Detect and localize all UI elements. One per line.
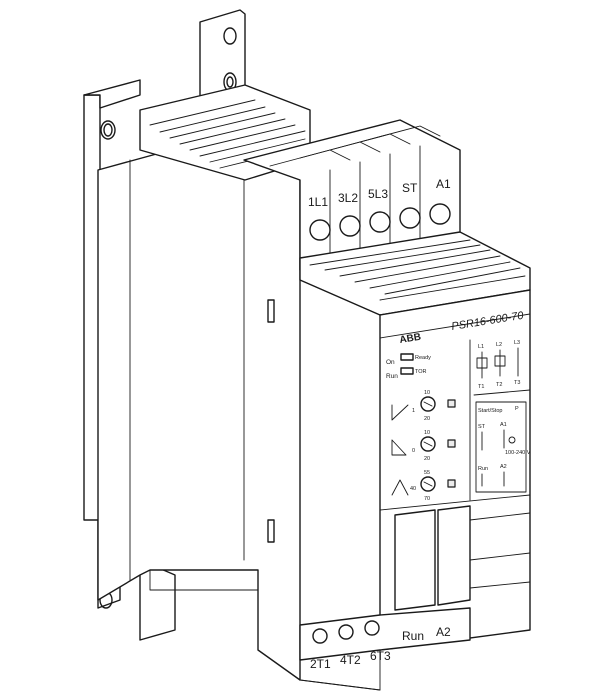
front-panel: PSR16-600-70 ABB On Ready Run TOR 10 1 2…: [299, 279, 531, 691]
tor-label: TOR: [415, 369, 427, 375]
svg-text:10: 10: [424, 390, 430, 396]
bottom-terminal-block: 2T1 4T2 6T3 Run A2: [299, 607, 471, 691]
tor-led: [400, 367, 414, 375]
svg-text:L2: L2: [496, 342, 502, 348]
abb-logo: ABB: [399, 332, 422, 346]
ready-label: Ready: [415, 355, 431, 361]
svg-text:70: 70: [424, 496, 430, 502]
terminal-label-2t1: 2T1: [310, 657, 331, 671]
terminal-label-1l1: 1L1: [308, 195, 328, 209]
terminal-label-4t2: 4T2: [340, 653, 361, 667]
initial-voltage-pot[interactable]: 55 40 70: [391, 470, 456, 502]
svg-text:T3: T3: [514, 380, 520, 386]
control-circuit-diagram: Start/Stop P ST A1 100-240 V Run A2: [475, 401, 531, 493]
svg-text:20: 20: [424, 456, 430, 462]
svg-text:T1: T1: [478, 384, 484, 390]
terminal-label-a2: A2: [436, 625, 451, 639]
run-label: Run: [386, 373, 398, 380]
svg-text:55: 55: [424, 470, 430, 476]
terminal-label-a1: A1: [436, 177, 451, 191]
svg-text:T2: T2: [496, 382, 502, 388]
terminal-label-6t3: 6T3: [370, 649, 391, 663]
svg-text:1: 1: [412, 408, 415, 414]
terminal-label-st: ST: [402, 181, 418, 195]
stop-ramp-pot[interactable]: 10 0 20: [391, 430, 456, 462]
svg-text:10: 10: [424, 430, 430, 436]
housing-side: [97, 129, 301, 681]
power-circuit-diagram: L1 L2 L3 T1 T2 T3: [473, 340, 531, 396]
start-ramp-pot[interactable]: 10 1 20: [391, 390, 456, 422]
terminal-label-5l3: 5L3: [368, 187, 388, 201]
svg-text:L1: L1: [478, 344, 484, 350]
svg-text:Run: Run: [478, 466, 488, 472]
terminal-label-run: Run: [402, 629, 424, 643]
svg-text:Start/Stop: Start/Stop: [478, 408, 502, 414]
ready-led: [400, 353, 414, 361]
on-label: On: [386, 359, 395, 366]
terminal-label-3l2: 3L2: [338, 191, 358, 205]
svg-text:ST: ST: [478, 424, 486, 430]
svg-text:0: 0: [412, 448, 415, 454]
top-terminal-block: 1L1 3L2 5L3 ST A1: [243, 119, 461, 271]
svg-text:P: P: [515, 406, 519, 412]
svg-text:100-240 V: 100-240 V: [505, 450, 531, 456]
svg-text:L3: L3: [514, 340, 520, 346]
svg-text:A2: A2: [500, 464, 507, 470]
svg-text:40: 40: [410, 486, 416, 492]
svg-text:20: 20: [424, 416, 430, 422]
svg-text:A1: A1: [500, 422, 507, 428]
